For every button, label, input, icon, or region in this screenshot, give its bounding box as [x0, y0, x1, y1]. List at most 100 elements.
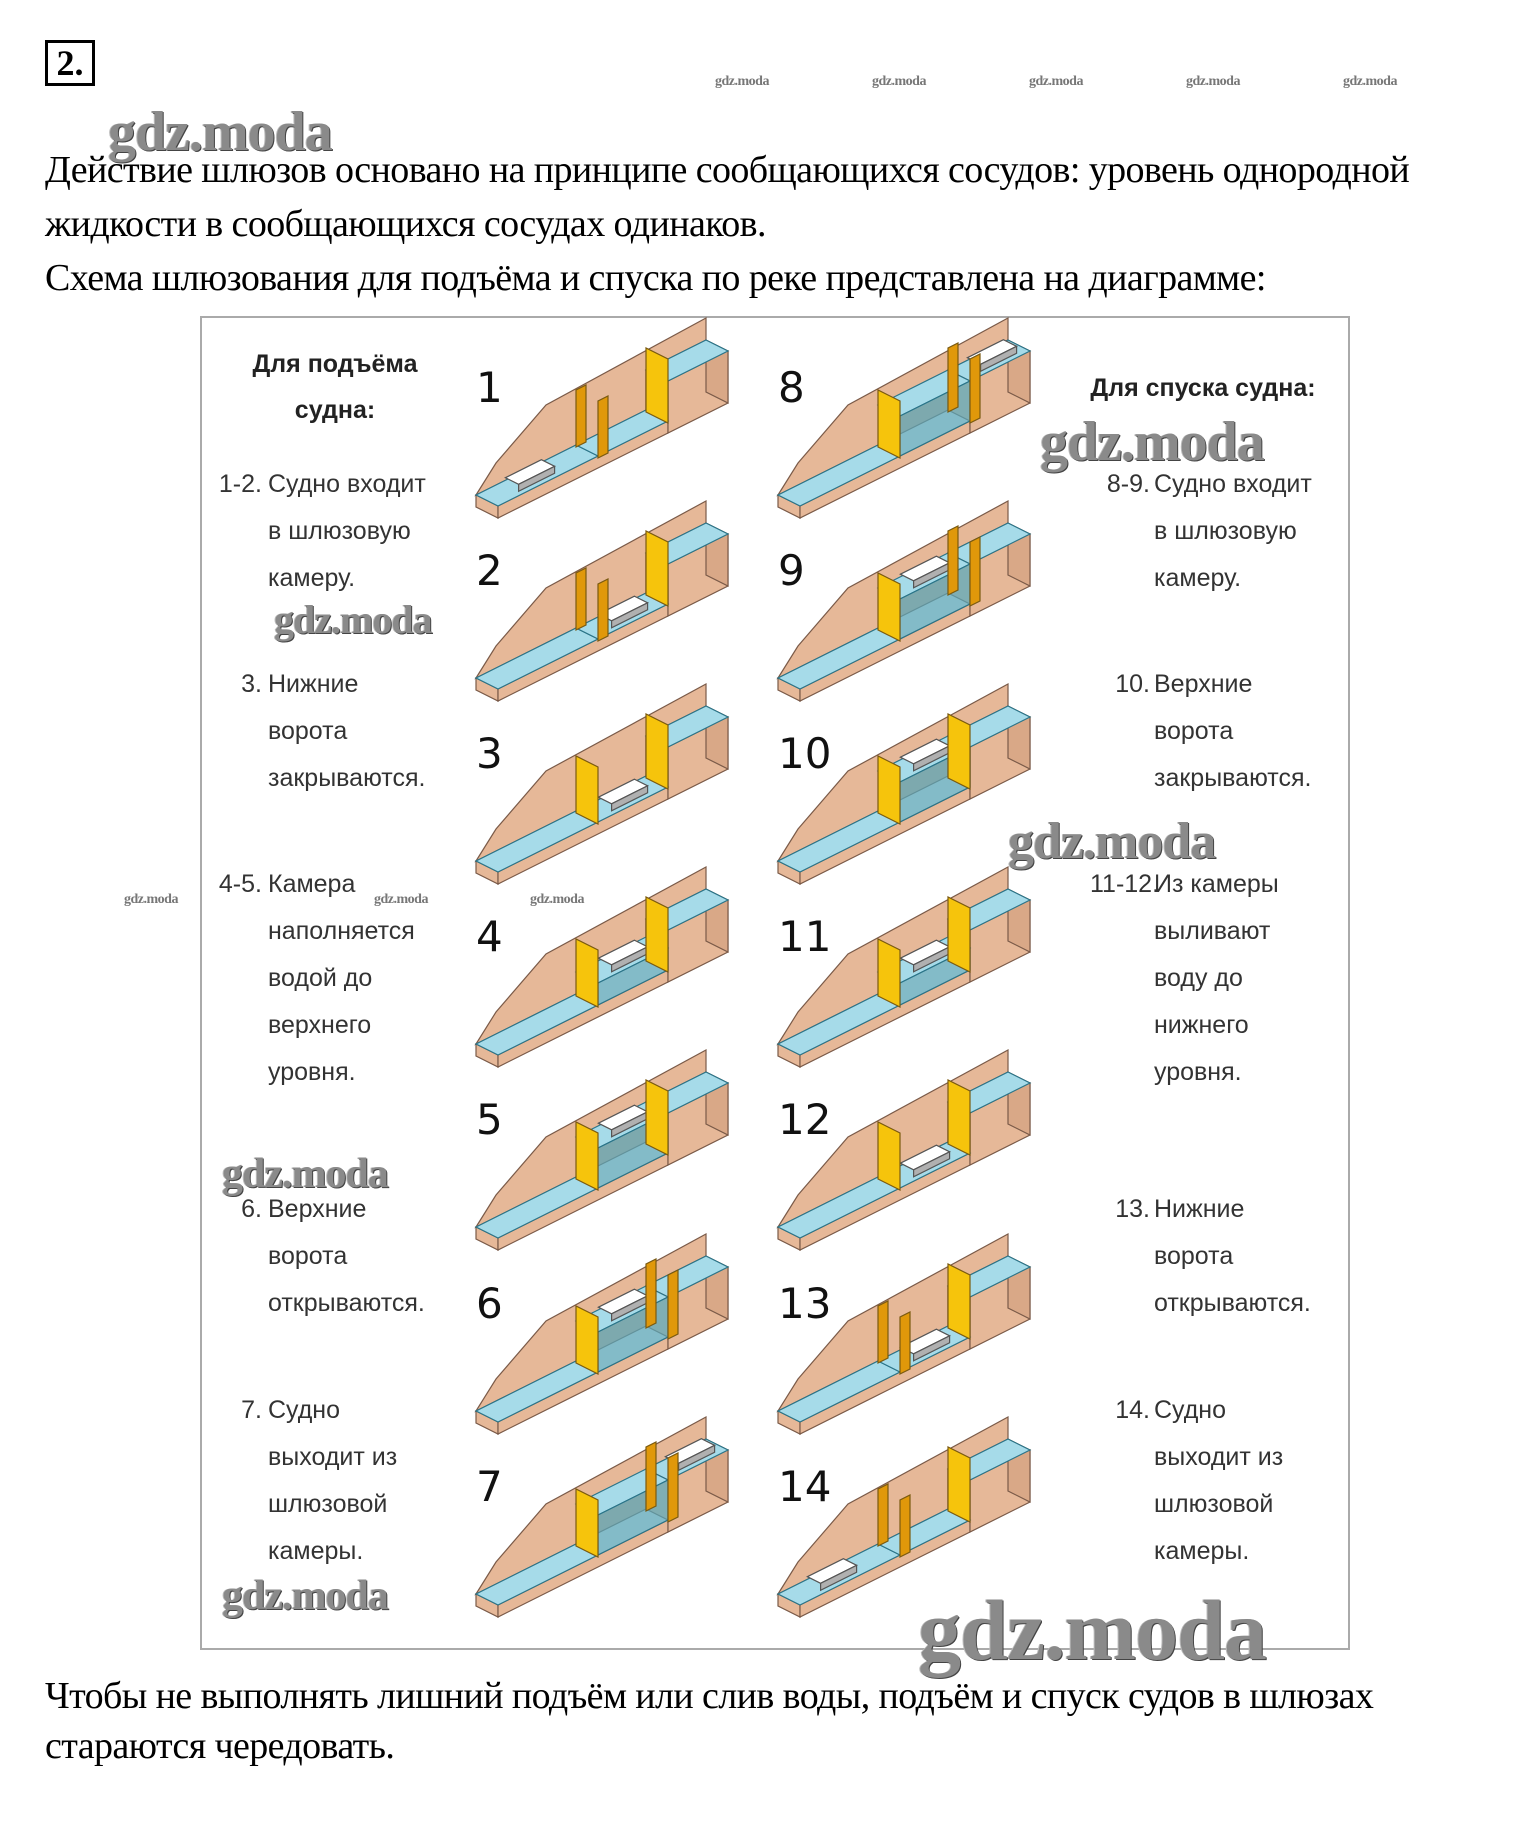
- paragraph-1-line-2: жидкости в сообщающихся сосудах одинаков…: [45, 203, 766, 245]
- step-label: 10.: [1115, 670, 1150, 698]
- step-description-line: ворота: [268, 717, 348, 745]
- watermark: gdz.moda: [374, 892, 428, 907]
- lower-gate-open-leaf: [899, 1494, 911, 1558]
- step-description-line: Судно входит: [1154, 470, 1312, 498]
- step-description-line: ворота: [1154, 1242, 1234, 1270]
- upper-gate-open-leaf: [969, 536, 981, 607]
- lock-illustration-step-4: [474, 865, 730, 1068]
- descent-heading: Для спуска судна:: [1090, 374, 1316, 402]
- step-description-line: Судно: [268, 1396, 341, 1424]
- upper-gate-open-leaf: [947, 525, 959, 596]
- step-description-line: шлюзовой: [268, 1490, 388, 1518]
- lock-illustration-step-3: [474, 682, 730, 885]
- lower-gate-closed: [575, 1121, 599, 1191]
- step-label: 14.: [1115, 1396, 1150, 1424]
- step-number: 10: [778, 729, 832, 778]
- step-label: 6.: [241, 1195, 262, 1223]
- step-number: 2: [476, 546, 503, 595]
- step-label: 11-12.: [1090, 870, 1160, 898]
- step-description-line: уровня.: [268, 1058, 356, 1086]
- step-description-line: закрываются.: [268, 764, 426, 792]
- upper-gate-closed: [645, 347, 669, 424]
- upper-gate-open-leaf: [645, 1441, 657, 1512]
- upper-gate-open-leaf: [645, 1258, 657, 1329]
- upper-gate-closed: [947, 896, 971, 973]
- step-description-line: камеру.: [1154, 564, 1242, 592]
- ship-hull: [611, 601, 649, 629]
- lower-gate-closed: [575, 938, 599, 1008]
- watermark: gdz.moda: [1040, 411, 1265, 473]
- step-label: 7.: [241, 1396, 262, 1424]
- step-number: 5: [476, 1095, 503, 1144]
- ascent-heading-line-1: Для подъёма: [252, 350, 418, 378]
- step-description-line: Судно входит: [268, 470, 426, 498]
- lower-gate-open-leaf: [877, 1300, 889, 1364]
- lower-gate-open-leaf: [575, 567, 587, 631]
- lock-illustration-step-9: [776, 499, 1032, 702]
- step-description-line: выливают: [1154, 917, 1271, 945]
- step-label: 1-2.: [218, 470, 262, 498]
- lower-gate-open-leaf: [899, 1311, 911, 1375]
- upper-gate-closed: [947, 1263, 971, 1340]
- step-description-line: открываются.: [268, 1289, 425, 1317]
- lock-illustration-step-6: [474, 1232, 730, 1435]
- watermark: gdz.moda: [1029, 74, 1083, 89]
- step-description-line: камеры.: [268, 1537, 364, 1565]
- lower-gate-open-leaf: [597, 395, 609, 459]
- watermark: gdz.moda: [872, 74, 926, 89]
- lock-illustration-step-14: [776, 1415, 1032, 1618]
- step-description-line: камеру.: [268, 564, 356, 592]
- step-description-line: закрываются.: [1154, 764, 1312, 792]
- step-description-line: ворота: [1154, 717, 1234, 745]
- upper-gate-open-leaf: [947, 342, 959, 413]
- paragraph-2: Схема шлюзования для подъёма и спуска по…: [45, 257, 1266, 299]
- ship-hull: [611, 784, 649, 812]
- watermark: gdz.moda: [1186, 74, 1240, 89]
- lock-illustration-step-2: [474, 499, 730, 702]
- lock-illustration-step-8: [776, 316, 1032, 519]
- upper-gate-closed: [947, 1079, 971, 1156]
- lower-gate-open-leaf: [877, 1483, 889, 1547]
- lock-illustration-step-5: [474, 1048, 730, 1251]
- lower-gate-closed: [877, 1121, 901, 1191]
- lock-diagram: [200, 316, 1350, 1650]
- watermark: gdz.moda: [222, 1151, 389, 1197]
- upper-gate-closed: [645, 896, 669, 973]
- lower-gate-closed: [877, 755, 901, 825]
- step-label: 8-9.: [1106, 470, 1150, 498]
- step-description-line: ворота: [268, 1242, 348, 1270]
- step-label: 3.: [241, 670, 262, 698]
- step-description-line: в шлюзовую: [1154, 517, 1297, 545]
- lock-illustration-step-10: [776, 682, 1032, 885]
- step-description-line: в шлюзовую: [268, 517, 411, 545]
- step-description-line: нижнего: [1154, 1011, 1249, 1039]
- step-number: 14: [778, 1462, 832, 1511]
- step-number: 12: [778, 1095, 832, 1144]
- upper-gate-open-leaf: [667, 1452, 679, 1523]
- lower-gate-closed: [877, 389, 901, 459]
- upper-gate-closed: [947, 1446, 971, 1523]
- ship-hull: [819, 1564, 858, 1592]
- lock-illustration-step-12: [776, 1048, 1032, 1251]
- step-description-line: Верхние: [1154, 670, 1253, 698]
- step-description-line: верхнего: [268, 1011, 372, 1039]
- step-description-line: наполняется: [268, 917, 415, 945]
- ship-hull: [913, 1334, 951, 1362]
- ascent-heading-line-2: судна:: [294, 396, 376, 424]
- paragraph-1-line-1: Действие шлюзов основано на принципе соо…: [45, 149, 1410, 191]
- lock-illustration-step-7: [474, 1415, 730, 1618]
- watermark: gdz.moda: [715, 74, 769, 89]
- step-description-line: Камера: [268, 870, 356, 898]
- step-description-line: водой до: [268, 964, 373, 992]
- step-description-line: уровня.: [1154, 1058, 1242, 1086]
- lower-gate-closed: [575, 1305, 599, 1375]
- step-number: 7: [476, 1462, 503, 1511]
- lock-illustration-step-11: [776, 865, 1032, 1068]
- ship-hull: [913, 1150, 951, 1178]
- step-description-line: открываются.: [1154, 1289, 1311, 1317]
- step-number: 6: [476, 1279, 503, 1328]
- upper-gate-open-leaf: [667, 1269, 679, 1340]
- lower-gate-closed: [575, 1488, 599, 1558]
- step-number: 13: [778, 1279, 832, 1328]
- step-description-line: воду до: [1154, 964, 1243, 992]
